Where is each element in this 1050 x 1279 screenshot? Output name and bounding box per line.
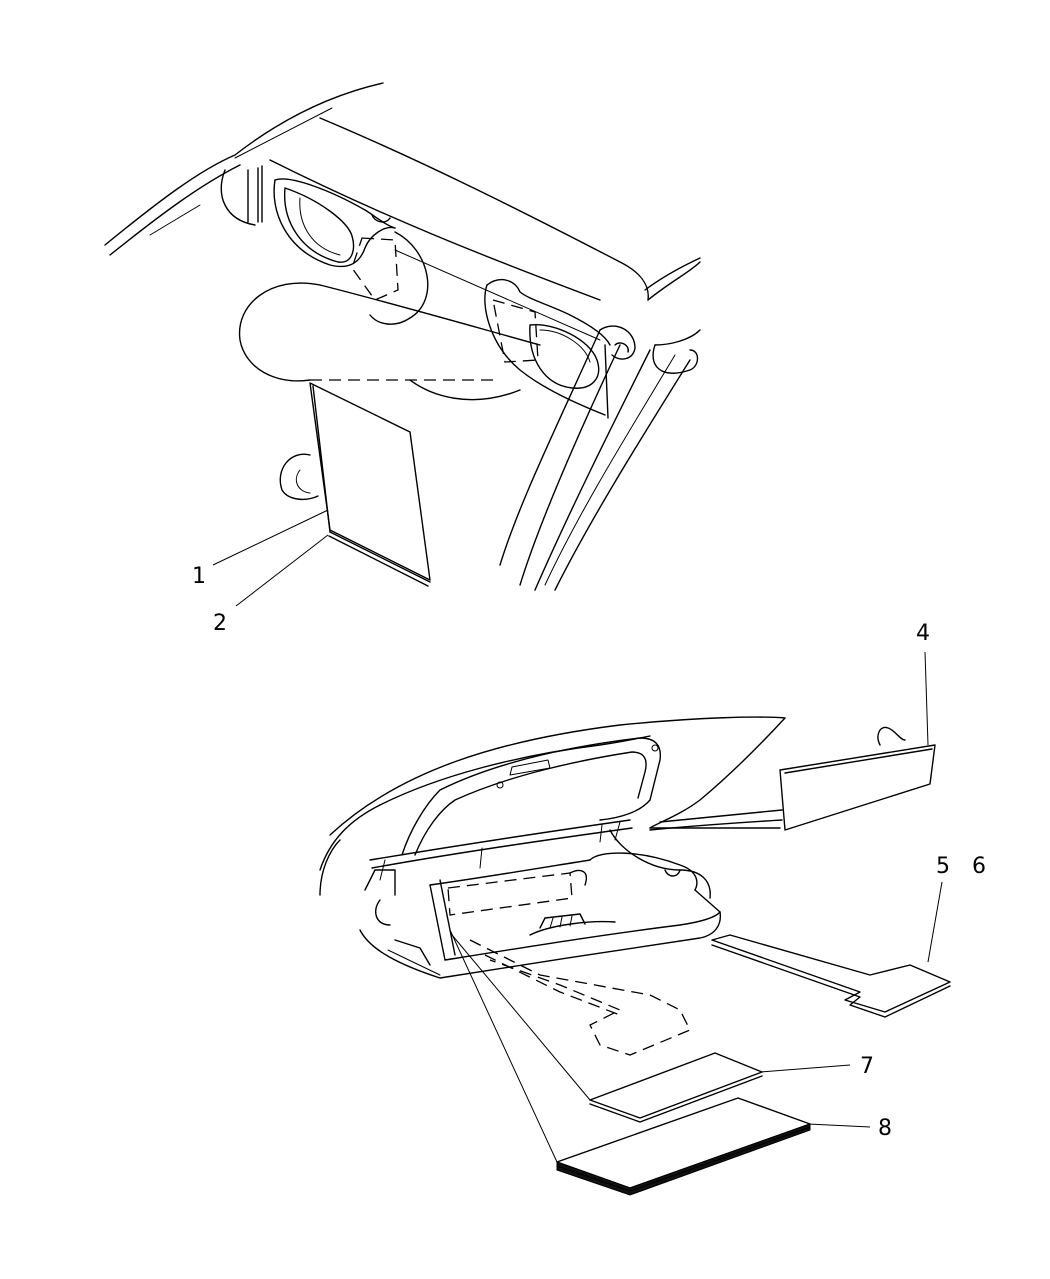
trim-panel-part-4	[779, 726, 936, 831]
strip-part-5-6	[711, 934, 951, 1018]
mat-part-8	[556, 1097, 811, 1196]
callout-4: 4	[916, 621, 930, 646]
headliner-assembly	[104, 82, 701, 591]
callout-7: 7	[860, 1054, 874, 1079]
leader-lines	[212, 509, 943, 1163]
glove-box-assembly	[319, 716, 786, 1056]
callout-labels: 1 2 4 5 6 7 8	[192, 564, 986, 1141]
callout-1: 1	[192, 564, 206, 589]
callout-8: 8	[878, 1116, 892, 1141]
pad-part-7	[589, 1052, 763, 1123]
callout-5: 5	[936, 854, 950, 879]
callout-2: 2	[213, 611, 227, 636]
mirror-card-part	[279, 382, 431, 587]
callout-6: 6	[972, 854, 986, 879]
